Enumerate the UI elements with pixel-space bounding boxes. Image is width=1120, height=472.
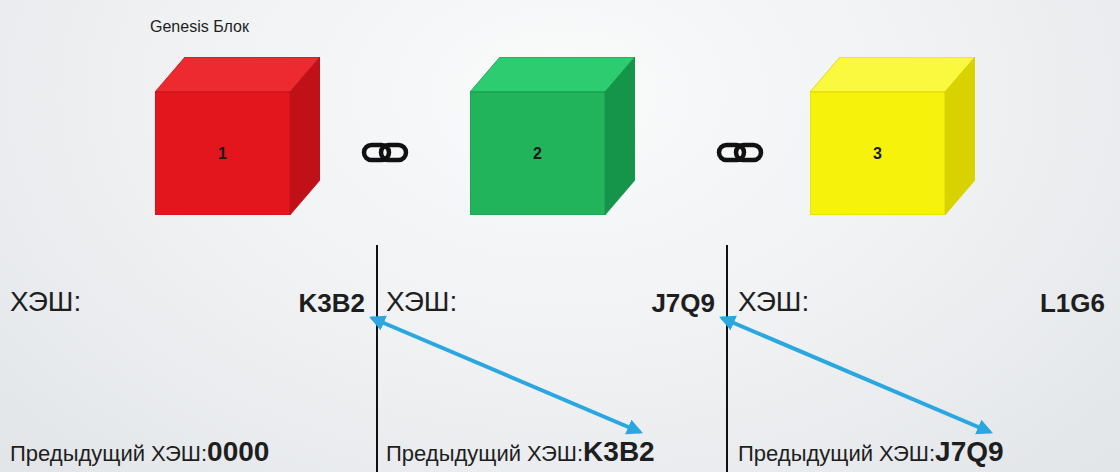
previous-hash-value: 0000 — [207, 438, 269, 466]
hash-caption: ХЭШ: — [738, 288, 809, 316]
cube-front-face: 2 — [470, 92, 605, 215]
hash-value: L1G6 — [1040, 290, 1105, 316]
block-number: 1 — [218, 145, 227, 163]
hash-value: J7Q9 — [651, 290, 715, 316]
chain-link-icon — [719, 145, 761, 160]
previous-hash-value: J7Q9 — [935, 438, 1004, 466]
block-cube: 3 — [810, 57, 975, 215]
cube-shape — [810, 57, 975, 215]
block-number: 3 — [873, 145, 882, 163]
block-number: 2 — [533, 145, 542, 163]
hash-caption: ХЭШ: — [10, 288, 81, 316]
divider-line — [726, 245, 728, 472]
hash-value: K3B2 — [299, 290, 365, 316]
previous-hash-caption: Предыдущий ХЭШ: — [738, 443, 935, 465]
hash-caption: ХЭШ: — [386, 288, 457, 316]
cube-shape — [470, 57, 635, 215]
chain-link-icon — [364, 145, 406, 160]
cube-front-face: 1 — [155, 92, 290, 215]
hash-link-arrow — [372, 318, 640, 432]
divider-line — [376, 245, 378, 472]
hash-link-arrow — [722, 318, 990, 432]
block-cube: 1 — [155, 57, 320, 215]
previous-hash-caption: Предыдущий ХЭШ: — [386, 443, 583, 465]
previous-hash-caption: Предыдущий ХЭШ: — [10, 443, 207, 465]
block-cube: 2 — [470, 57, 635, 215]
cube-front-face: 3 — [810, 92, 945, 215]
cube-shape — [155, 57, 320, 215]
previous-hash-value: K3B2 — [583, 438, 655, 466]
block-title: Genesis Блок — [150, 19, 249, 35]
